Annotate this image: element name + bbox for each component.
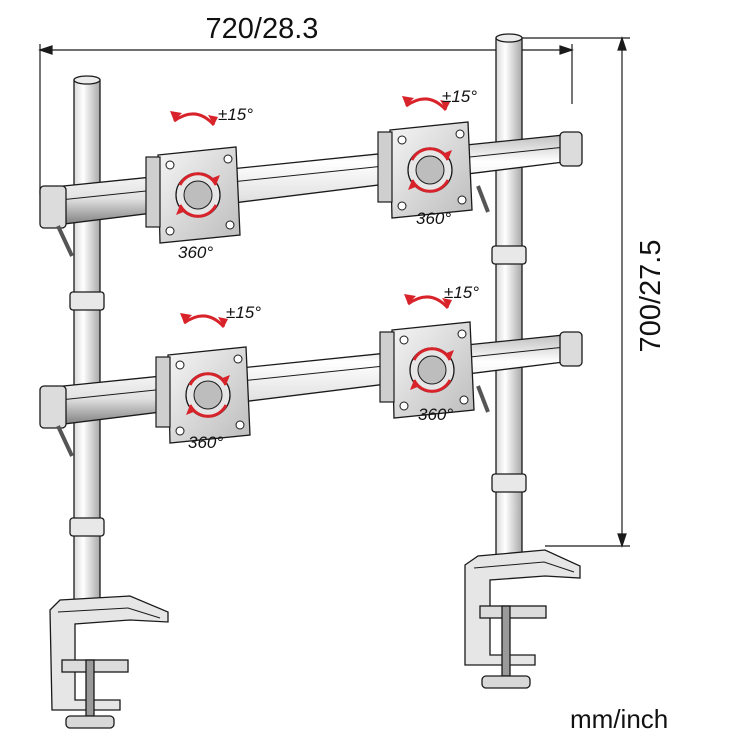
upper-bar-endcap-left <box>39 185 67 229</box>
right-pole-collar-lower <box>491 473 527 493</box>
vesa-plate-upper-left <box>145 111 241 244</box>
right-clamp-base <box>464 549 581 666</box>
tilt-arrow-icon <box>173 112 216 127</box>
height-dimension <box>522 36 630 548</box>
right-clamp-jaw <box>479 605 547 619</box>
left-clamp-jaw <box>61 659 129 673</box>
tilt-arrow-icon <box>183 314 226 329</box>
tilt-label-lower-right: ±15° <box>444 283 479 302</box>
rotate-label-upper-left: 360° <box>178 243 213 262</box>
upper-bar-endcap-right <box>559 131 583 167</box>
tilt-label-lower-left: ±15° <box>226 303 261 322</box>
left-clamp-screw <box>85 659 95 717</box>
left-clamp-base <box>49 595 169 711</box>
right-clamp-screw <box>501 605 511 677</box>
width-dimension <box>38 44 574 195</box>
left-pole-assembly <box>49 75 169 729</box>
tilt-label-upper-right: ±15° <box>442 87 477 106</box>
vesa-plate-upper-right <box>377 96 473 219</box>
lower-bar-endcap-left <box>39 385 67 429</box>
left-pole-collar-lower <box>69 517 105 537</box>
vesa-plate-lower-left <box>155 313 251 444</box>
rotate-label-lower-right: 360° <box>418 405 453 424</box>
rotate-label-upper-right: 360° <box>416 209 451 228</box>
height-dimension-label: 700/27.5 <box>635 240 667 353</box>
unit-label: mm/inch <box>570 704 668 734</box>
width-dimension-label: 720/28.3 <box>206 13 319 45</box>
rotate-label-lower-left: 360° <box>188 433 223 452</box>
vesa-plate-lower-right <box>379 294 475 419</box>
tilt-arrow-icon <box>407 295 450 310</box>
right-pole-collar-upper <box>491 245 527 265</box>
tilt-label-upper-left: ±15° <box>218 105 253 124</box>
right-pole-assembly <box>464 33 581 689</box>
lower-bar-endcap-right <box>559 331 583 367</box>
left-pole-collar-upper <box>69 291 105 311</box>
tilt-arrow-icon <box>405 97 448 112</box>
